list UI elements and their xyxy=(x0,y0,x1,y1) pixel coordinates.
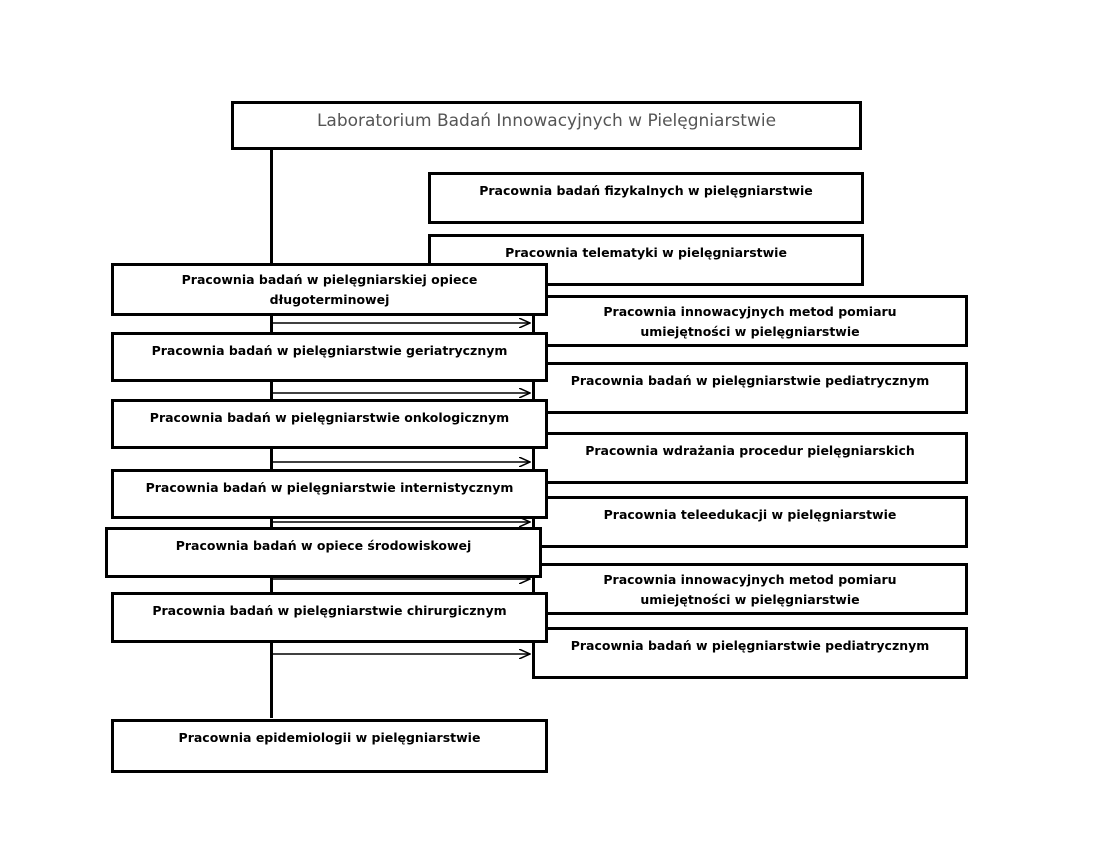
right-unit-box: Pracownia telematyki w pielęgniarstwie xyxy=(428,234,864,286)
right-unit-label: Pracownia badań fizykalnych w pielęgniar… xyxy=(479,183,813,198)
right-unit-box: Pracownia badań fizykalnych w pielęgniar… xyxy=(428,172,864,224)
left-unit-box: Pracownia epidemiologii w pielęgniarstwi… xyxy=(111,719,548,773)
left-unit-label: Pracownia badań w pielęgniarstwie geriat… xyxy=(151,343,508,358)
right-unit-label: Pracownia innowacyjnych metod pomiaru um… xyxy=(603,304,897,339)
right-unit-box: Pracownia badań w pielęgniarstwie pediat… xyxy=(532,362,968,414)
root-unit-box: Laboratorium Badań Innowacyjnych w Pielę… xyxy=(231,101,862,150)
right-unit-box: Pracownia innowacyjnych metod pomiaru um… xyxy=(532,295,968,347)
right-unit-box: Pracownia teleedukacji w pielęgniarstwie xyxy=(532,496,968,548)
left-unit-box: Pracownia badań w opiece środowiskowej xyxy=(105,527,542,578)
left-unit-box: Pracownia badań w pielęgniarstwie geriat… xyxy=(111,332,548,382)
left-unit-label: Pracownia epidemiologii w pielęgniarstwi… xyxy=(178,730,481,745)
left-unit-label: Pracownia badań w opiece środowiskowej xyxy=(175,538,472,553)
right-unit-label: Pracownia teleedukacji w pielęgniarstwie xyxy=(603,507,897,522)
left-unit-box: Pracownia badań w pielęgniarstwie chirur… xyxy=(111,592,548,643)
left-unit-label: Pracownia badań w pielęgniarstwie intern… xyxy=(145,480,514,495)
left-unit-label: Pracownia badań w pielęgniarstwie onkolo… xyxy=(149,410,510,425)
right-unit-box: Pracownia badań w pielęgniarstwie pediat… xyxy=(532,627,968,679)
left-unit-box: Pracownia badań w pielęgniarstwie intern… xyxy=(111,469,548,519)
left-unit-label: Pracownia badań w pielęgniarstwie chirur… xyxy=(152,603,507,618)
right-unit-label: Pracownia telematyki w pielęgniarstwie xyxy=(505,245,787,260)
root-unit-label: Laboratorium Badań Innowacyjnych w Pielę… xyxy=(316,111,777,131)
right-unit-box: Pracownia innowacyjnych metod pomiaru um… xyxy=(532,563,968,615)
right-unit-label: Pracownia innowacyjnych metod pomiaru um… xyxy=(603,572,897,607)
right-unit-label: Pracownia wdrażania procedur pielęgniars… xyxy=(585,443,915,458)
left-unit-box: Pracownia badań w pielęgniarstwie onkolo… xyxy=(111,399,548,449)
left-unit-box: Pracownia badań w pielęgniarskiej opiece… xyxy=(111,263,548,316)
right-unit-label: Pracownia badań w pielęgniarstwie pediat… xyxy=(570,373,930,388)
right-unit-box: Pracownia wdrażania procedur pielęgniars… xyxy=(532,432,968,484)
left-unit-label: Pracownia badań w pielęgniarskiej opiece… xyxy=(181,272,478,307)
right-unit-label: Pracownia badań w pielęgniarstwie pediat… xyxy=(570,638,930,653)
